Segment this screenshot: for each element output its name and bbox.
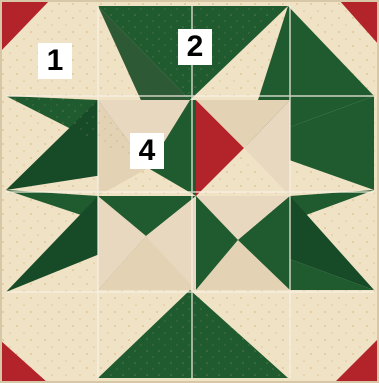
number-label-1: 1: [38, 43, 72, 79]
number-label-4: 4: [130, 133, 164, 169]
number-label-2: 2: [178, 29, 212, 65]
